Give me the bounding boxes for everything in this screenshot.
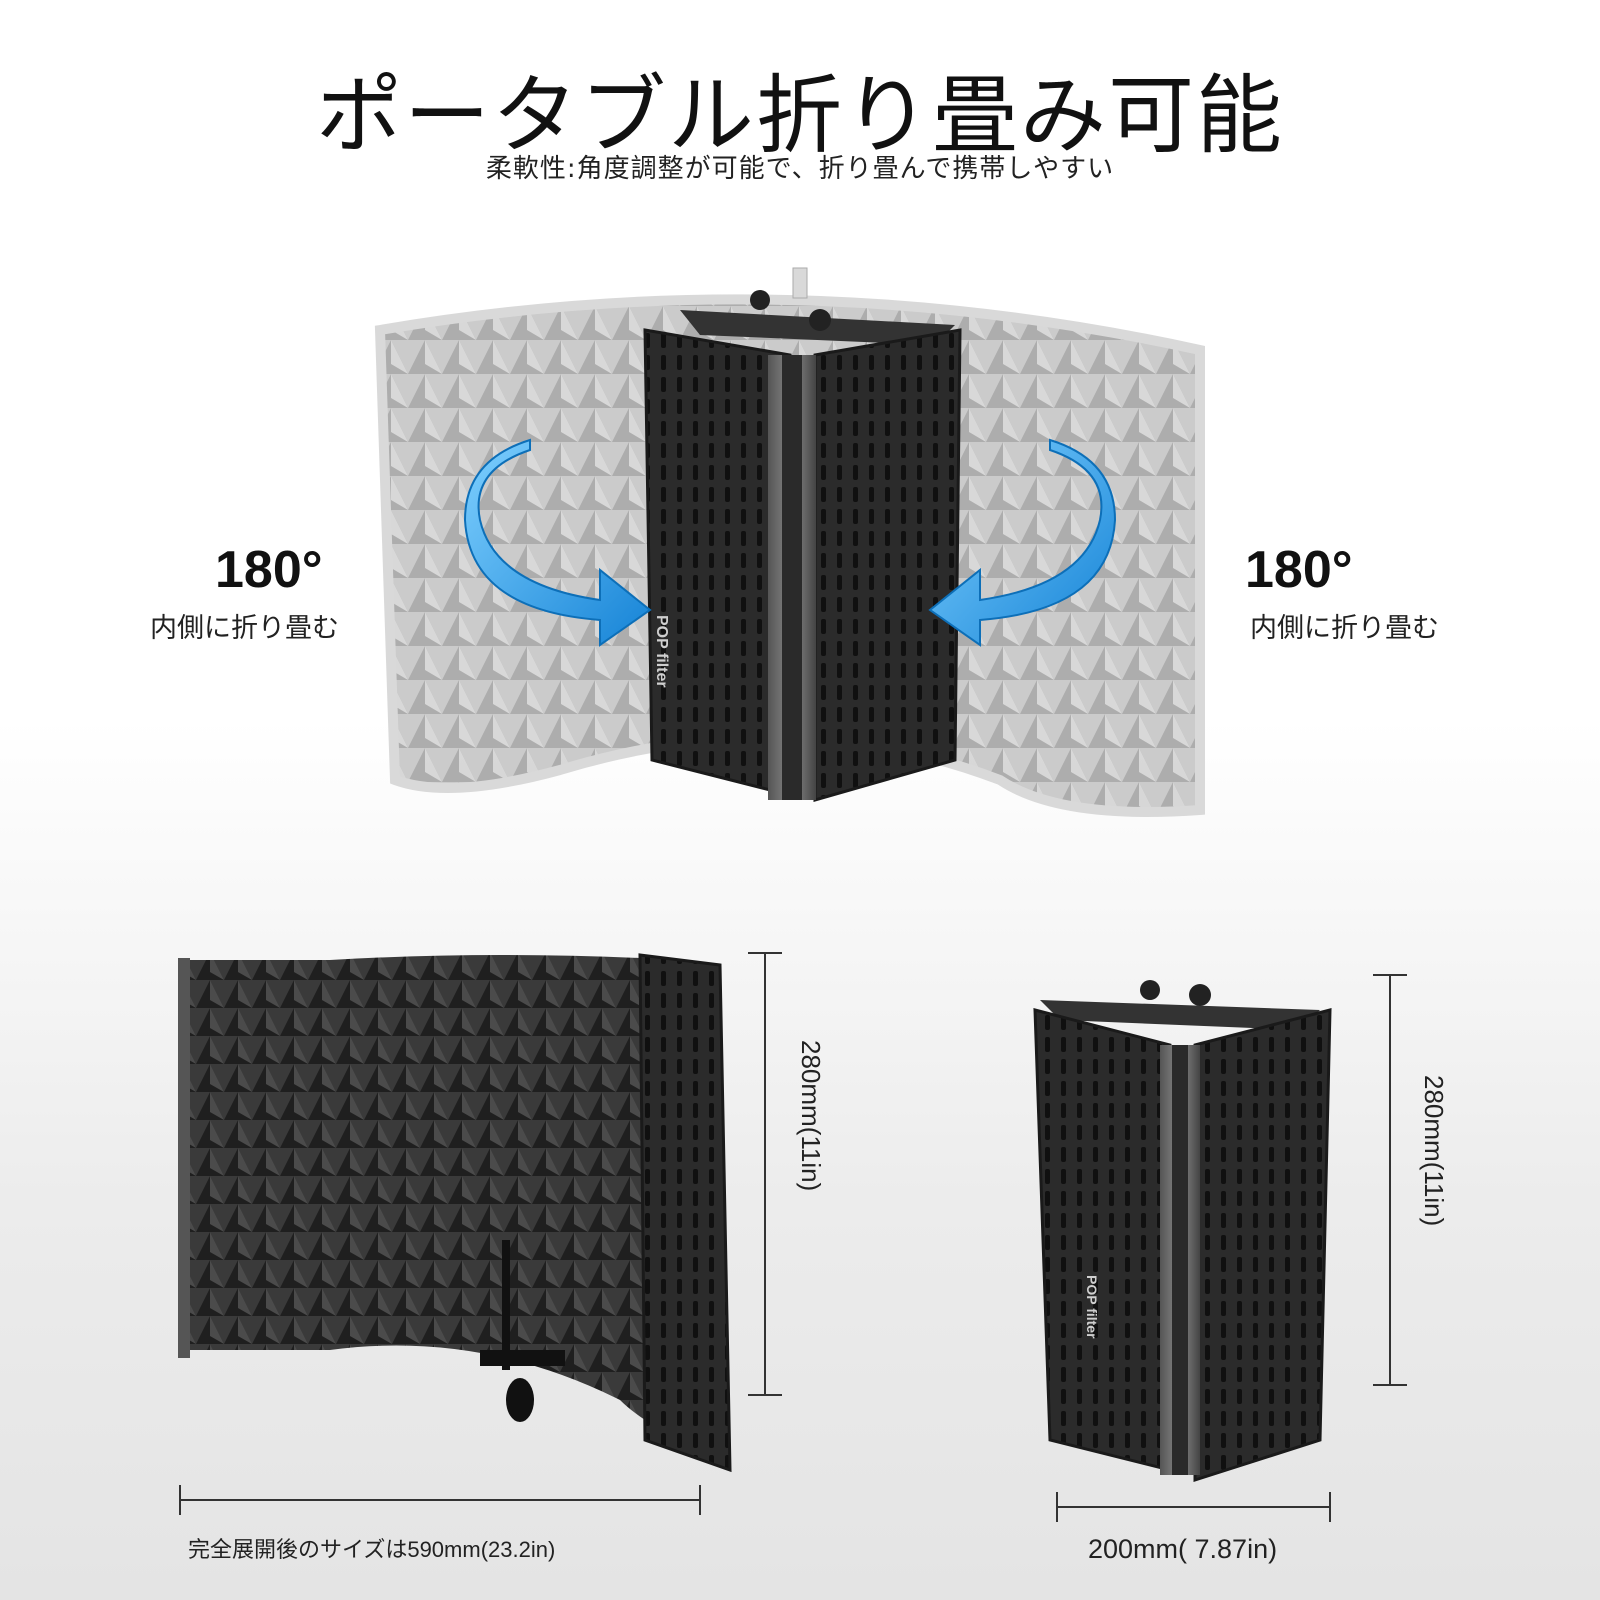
folded-unit-top (643, 267, 962, 802)
folded-height-label: 280mm(11in) (1419, 1075, 1449, 1227)
fold-arrow-left-icon (463, 438, 652, 647)
fold-label-left: 内側に折り畳む (150, 613, 339, 644)
pop-filter-logo-bottom: POP filter (1084, 1275, 1100, 1339)
unfolded-shield-photo (178, 953, 732, 1473)
pop-filter-logo: POP filter (653, 615, 670, 688)
unfolded-width-label: 完全展開後のサイズは590mm(23.2in) (188, 1537, 556, 1562)
fold-arrow-right-icon (928, 438, 1117, 647)
fold-angle-right: 180° (1245, 541, 1353, 599)
page-title: ポータブル折り畳み可能 (316, 66, 1284, 166)
page-subtitle: 柔軟性:角度調整が可能で、折り畳んで携帯しやすい (485, 154, 1115, 184)
folded-width-label: 200mm( 7.87in) (1088, 1534, 1278, 1564)
dimension-lines-folded (1056, 974, 1407, 1522)
unfolded-height-label: 280mm(11in) (796, 1040, 826, 1192)
fold-angle-left: 180° (215, 541, 323, 599)
dimension-lines-unfolded (179, 952, 782, 1515)
folded-unit-photo (1033, 980, 1332, 1483)
fold-label-right: 内側に折り畳む (1250, 613, 1439, 644)
